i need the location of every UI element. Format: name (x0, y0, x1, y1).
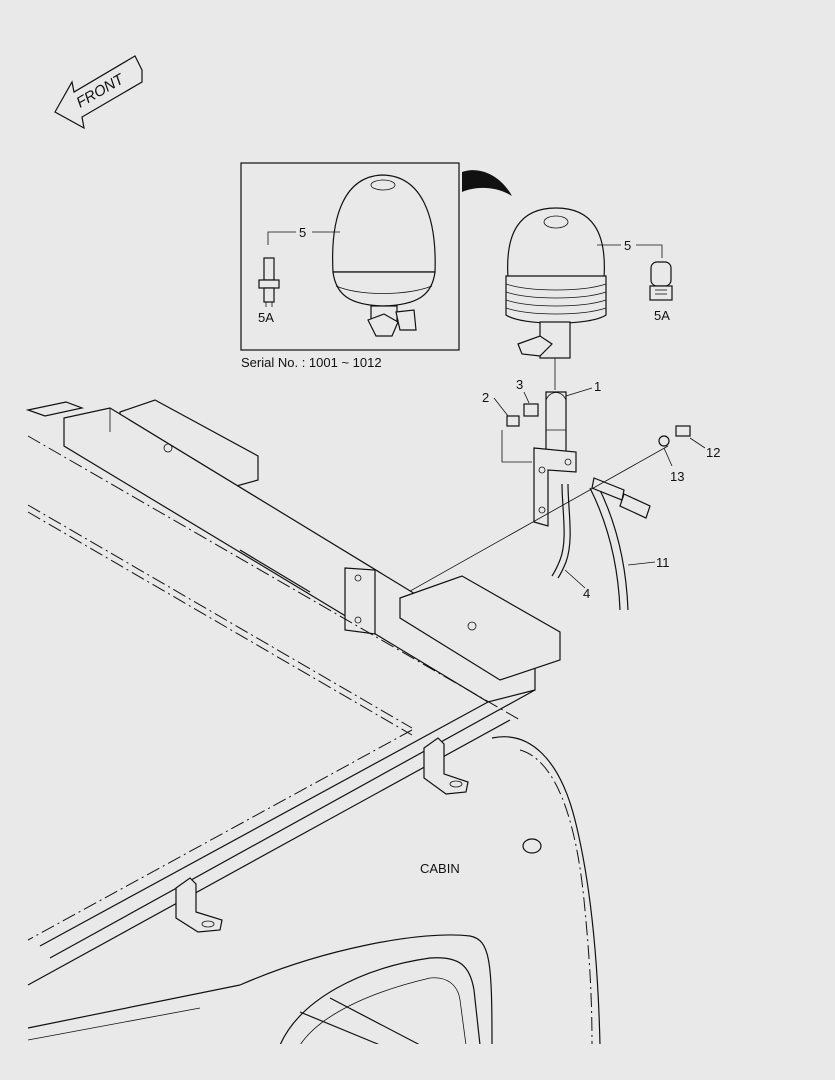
inset-halogen-bulb-icon (258, 257, 280, 307)
callout-4: 4 (583, 586, 590, 601)
connector-plug (591, 477, 651, 519)
bolt-12 (675, 425, 691, 437)
mount-pole (545, 391, 567, 453)
wire-4 (551, 483, 565, 577)
roof-frame (25, 399, 561, 986)
cabin-body (27, 736, 835, 1046)
inset-pointer-arrow (462, 170, 512, 196)
bolt-3 (523, 403, 539, 417)
callout-11: 11 (656, 555, 670, 570)
callout-3: 3 (516, 377, 523, 392)
callout-2: 2 (482, 390, 489, 405)
callout-5a-main: 5A (654, 308, 670, 323)
roof-hinge-bracket-right (423, 737, 469, 795)
mounting-bracket (533, 447, 577, 527)
callout-5a-inset: 5A (258, 310, 274, 325)
serial-note: Serial No. : 1001 ~ 1012 (241, 355, 382, 370)
front-direction-arrow: FRONT (54, 55, 143, 130)
serial-inset-panel: 5 5A Serial No. : 1001 ~ 1012 (240, 162, 460, 370)
washer-13 (658, 435, 670, 447)
callout-5-inset: 5 (299, 225, 306, 240)
callout-12: 12 (706, 445, 720, 460)
main-beacon-assembly (505, 207, 607, 390)
callout-13: 13 (670, 469, 684, 484)
harness-11 (589, 487, 621, 611)
nut-2 (506, 415, 520, 427)
roof-hinge-bracket-left (175, 877, 223, 933)
callout-5-main: 5 (624, 238, 631, 253)
callout-1: 1 (594, 379, 601, 394)
inset-beacon-dome (332, 174, 436, 337)
led-module-icon (649, 261, 673, 301)
cabin-label: CABIN (420, 861, 460, 876)
